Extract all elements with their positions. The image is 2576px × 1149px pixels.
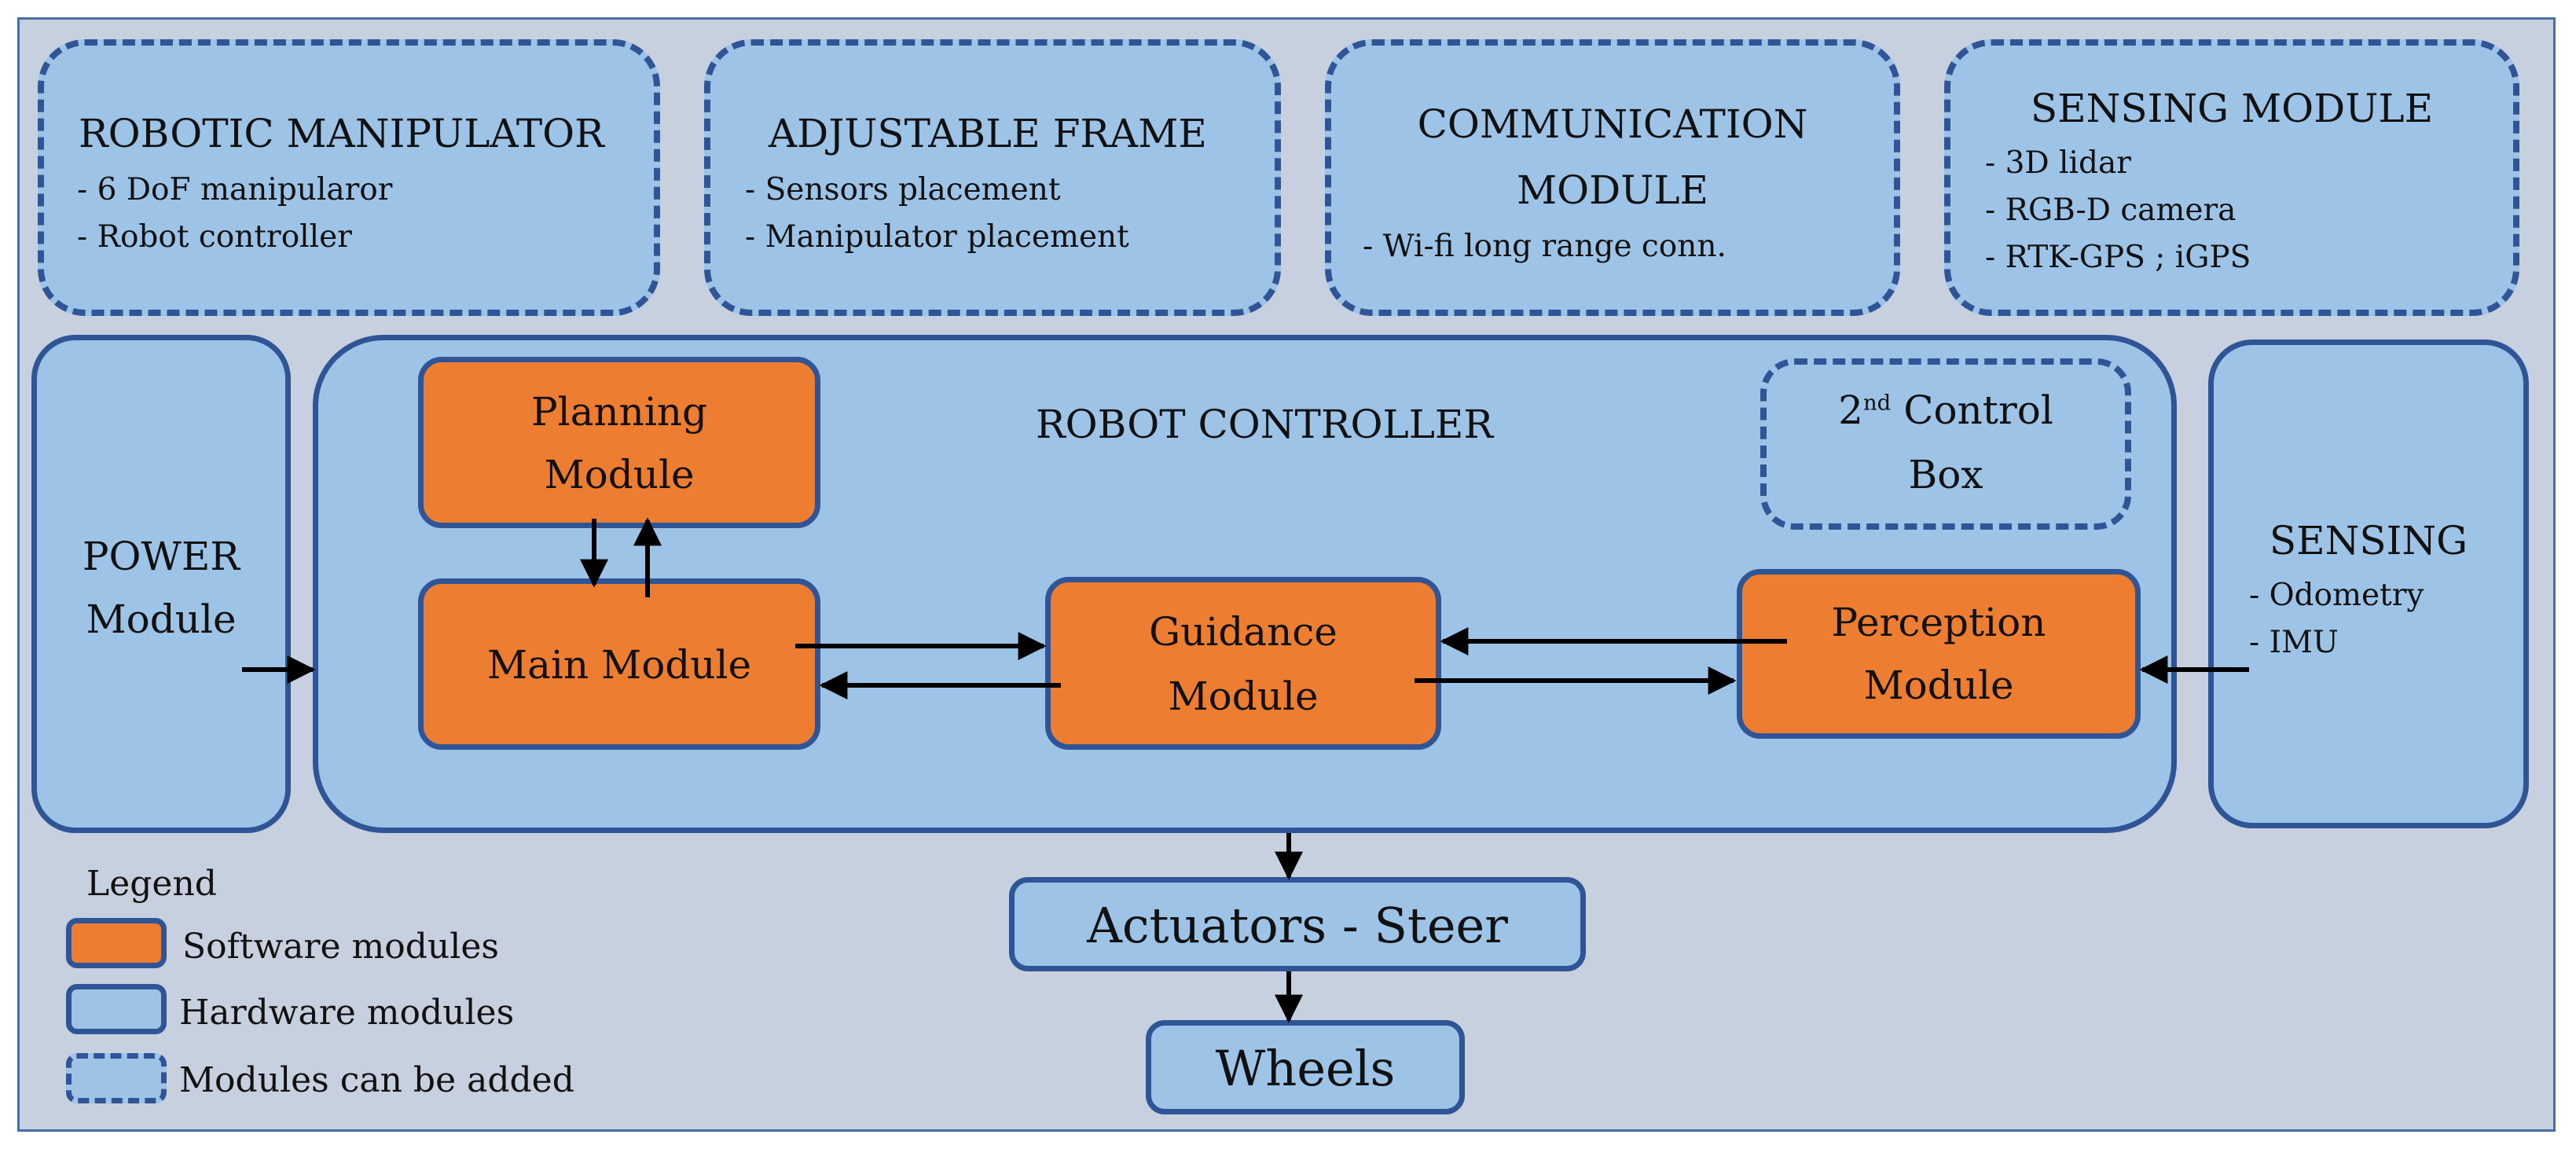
adjustable-frame-box bbox=[704, 39, 1281, 316]
robotic-manipulator-item: - 6 DoF manipularor bbox=[77, 172, 393, 207]
guidance-module-title: Module bbox=[1168, 674, 1319, 719]
legend-label-optional: Modules can be added bbox=[179, 1060, 574, 1100]
power-module-title: Module bbox=[86, 597, 237, 642]
legend-swatch-software bbox=[66, 918, 167, 968]
planning-module-title: Planning bbox=[530, 389, 708, 435]
legend-swatch-optional bbox=[66, 1053, 167, 1103]
robotic-manipulator-item: - Robot controller bbox=[77, 219, 352, 255]
sensing-module-title: SENSING MODULE bbox=[2030, 86, 2434, 131]
communication-module-title: MODULE bbox=[1516, 167, 1709, 213]
guidance-module-box bbox=[1045, 577, 1441, 750]
sensing-hardware-box bbox=[2208, 340, 2529, 828]
legend-label-hardware: Hardware modules bbox=[179, 993, 515, 1033]
sensing-module-box bbox=[1944, 39, 2519, 316]
second-control-box-prefix: 2 bbox=[1838, 387, 1863, 433]
legend-label-software: Software modules bbox=[182, 927, 499, 967]
legend-swatch-hardware bbox=[66, 984, 167, 1034]
second-control-box-title: Box bbox=[1908, 452, 1983, 497]
second-control-box-rest: Control bbox=[1891, 387, 2053, 433]
sensing-module-item: - RGB-D camera bbox=[1985, 193, 2237, 228]
legend-title: Legend bbox=[86, 864, 217, 904]
robot-controller-title: ROBOT CONTROLLER bbox=[1036, 402, 1494, 447]
main-module-box bbox=[418, 578, 820, 750]
wheels-box bbox=[1146, 1020, 1465, 1114]
adjustable-frame-title: ADJUSTABLE FRAME bbox=[769, 111, 1207, 156]
actuators-steer-title: Actuators - Steer bbox=[1087, 897, 1508, 954]
wheels-title: Wheels bbox=[1215, 1040, 1396, 1097]
perception-module-title: Perception bbox=[1831, 600, 2046, 645]
adjustable-frame-item: - Manipulator placement bbox=[745, 219, 1129, 255]
sensing-hardware-title: SENSING bbox=[2269, 518, 2468, 563]
robotic-manipulator-title: ROBOTIC MANIPULATOR bbox=[79, 111, 604, 156]
sensing-module-item: - 3D lidar bbox=[1985, 145, 2131, 181]
power-module-title: POWER bbox=[82, 534, 240, 579]
main-module-title: Main Module bbox=[486, 642, 752, 688]
perception-module-title: Module bbox=[1863, 663, 2014, 708]
perception-module-box bbox=[1737, 569, 2141, 739]
power-module-box bbox=[31, 335, 291, 833]
communication-module-title: COMMUNICATION bbox=[1417, 101, 1808, 147]
second-control-box-title: 2nd Control bbox=[1760, 387, 2131, 434]
sensing-hardware-item: - IMU bbox=[2249, 625, 2339, 660]
sensing-hardware-item: - Odometry bbox=[2249, 578, 2424, 613]
communication-module-item: - Wi-fi long range conn. bbox=[1363, 229, 1727, 264]
robotic-manipulator-box bbox=[38, 39, 660, 316]
guidance-module-title: Guidance bbox=[1149, 609, 1338, 655]
adjustable-frame-item: - Sensors placement bbox=[745, 172, 1061, 207]
second-control-box bbox=[1760, 358, 2131, 530]
communication-module-box bbox=[1325, 39, 1900, 316]
second-control-box-superscript: nd bbox=[1862, 390, 1892, 416]
sensing-module-item: - RTK-GPS ; iGPS bbox=[1985, 240, 2251, 275]
planning-module-box bbox=[418, 357, 820, 528]
planning-module-title: Module bbox=[544, 452, 695, 497]
